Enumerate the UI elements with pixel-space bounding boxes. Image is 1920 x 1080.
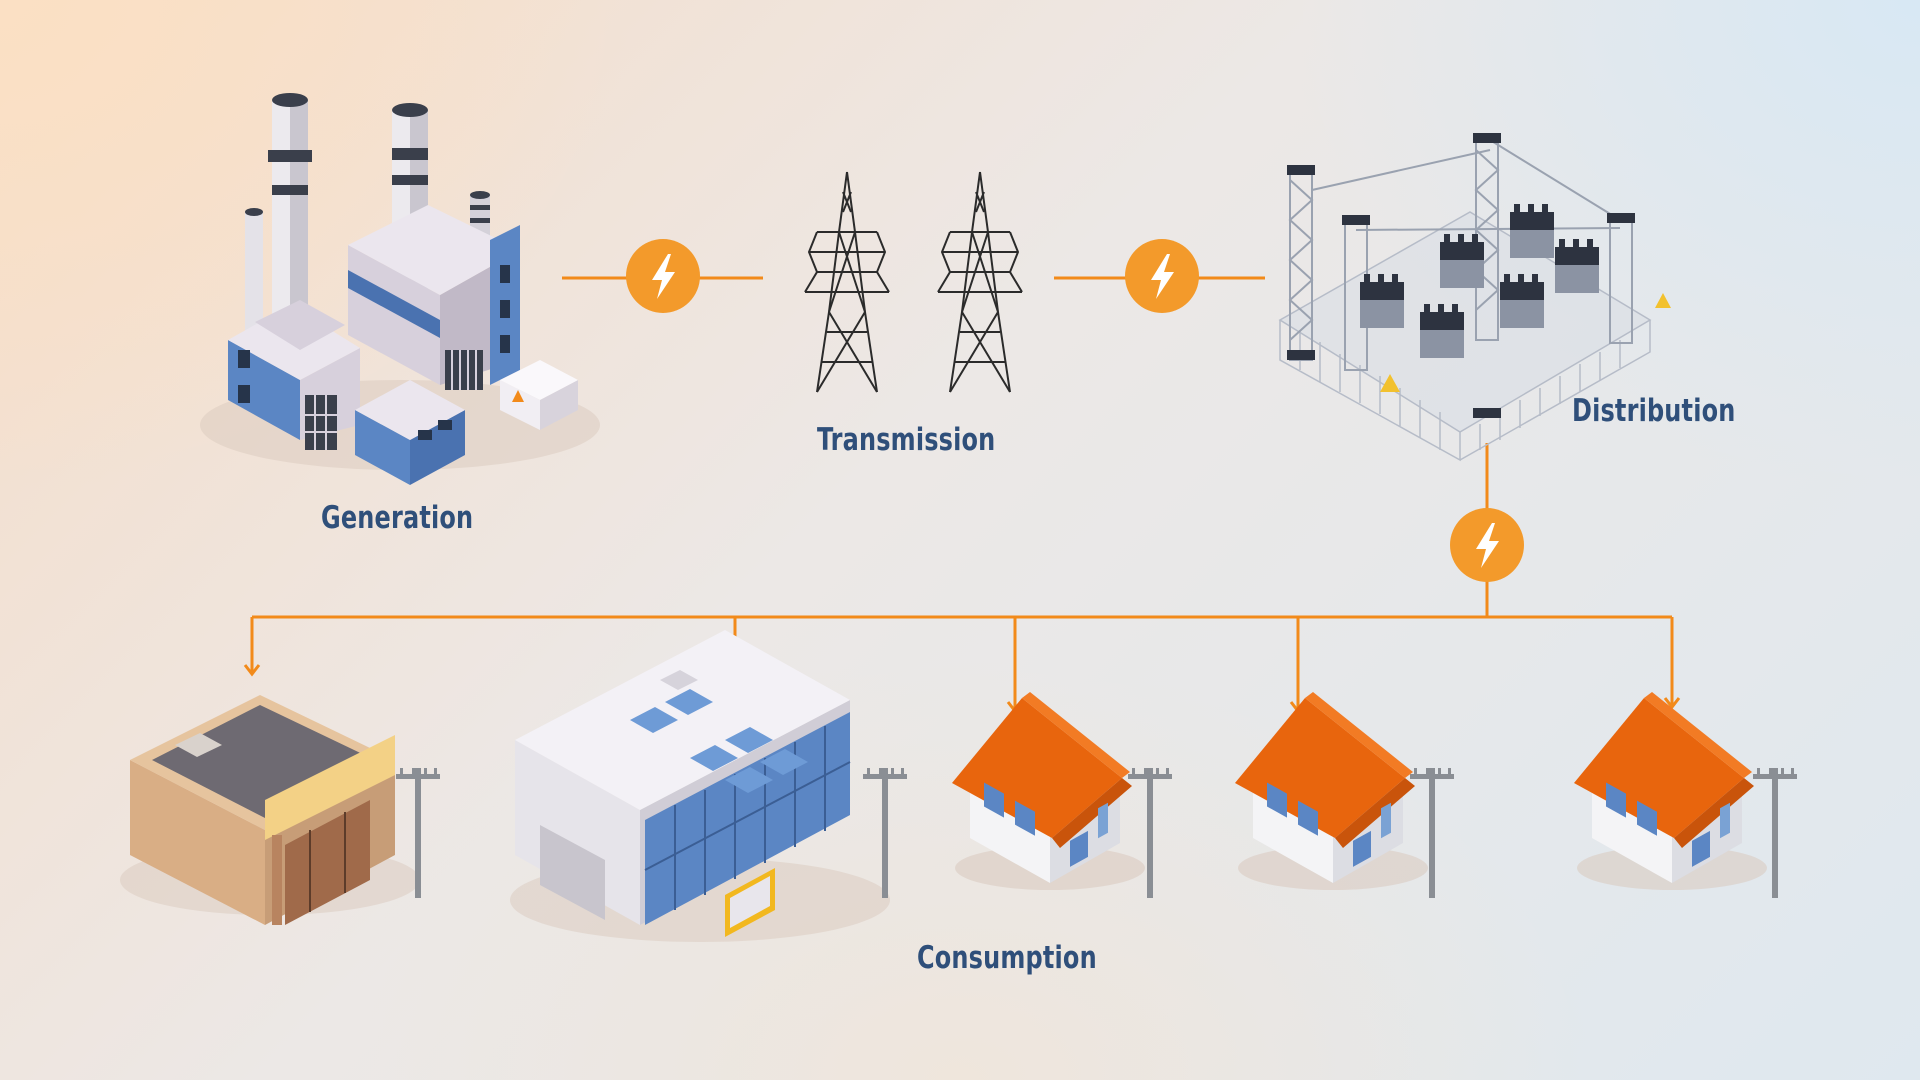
utility-pole-icon (1128, 768, 1172, 898)
lightning-bolt-icon (1125, 239, 1199, 313)
substation-illustration (1278, 133, 1671, 462)
house-illustration (952, 692, 1145, 890)
consumption-label: Consumption (917, 940, 1097, 976)
warning-sign-icon (1380, 293, 1671, 392)
lightning-bolt-icon (626, 239, 700, 313)
transmission-label: Transmission (817, 422, 996, 458)
utility-pole-icon (863, 768, 907, 898)
transmission-towers-illustration (804, 171, 1023, 393)
utility-pole-icon (1753, 768, 1797, 898)
arrowheads (243, 656, 1681, 713)
shop-building-illustration (120, 695, 420, 925)
house-illustration (1235, 692, 1428, 890)
power-plant-illustration (200, 93, 600, 485)
distribution-label: Distribution (1572, 393, 1736, 429)
transformer-units (1360, 204, 1599, 358)
office-building-illustration (510, 630, 890, 942)
lightning-bolt-icon (1450, 508, 1524, 582)
generation-label: Generation (321, 500, 474, 536)
utility-pole-icon (1410, 768, 1454, 898)
house-illustration (1574, 692, 1767, 890)
